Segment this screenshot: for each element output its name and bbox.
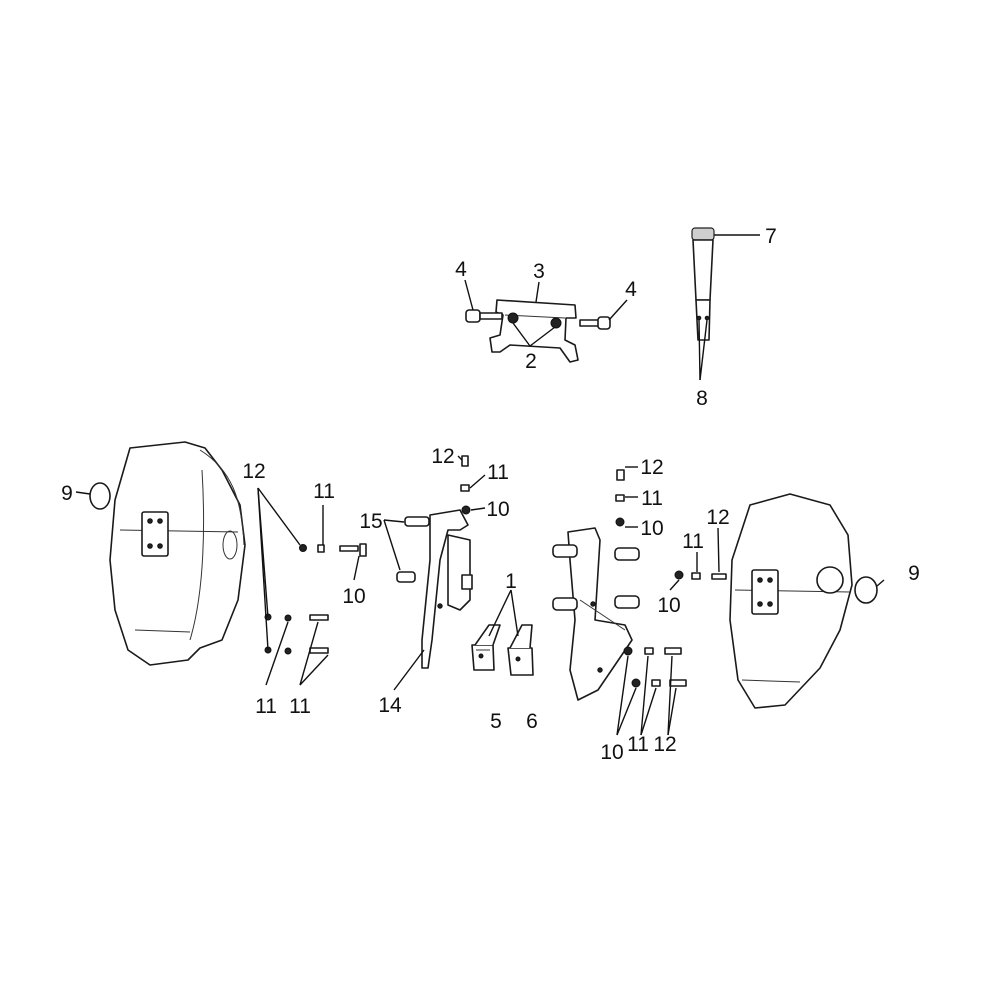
callout-7: 7 <box>765 225 777 248</box>
left-saddlebag-part <box>109 441 246 666</box>
callout-10-left-frame: 10 <box>486 498 509 521</box>
washer-part <box>460 484 470 492</box>
right-cap-part <box>854 576 878 604</box>
bolt-part <box>616 469 625 481</box>
callout-12-left-saddlebag: 12 <box>242 460 265 483</box>
right-frame-part <box>552 527 640 701</box>
callout-3: 3 <box>533 260 545 283</box>
callout-11-bottom-left-b: 11 <box>289 695 311 718</box>
leader-lines <box>75 234 885 736</box>
washer-part <box>691 572 701 580</box>
callout-11-right-frame: 11 <box>641 487 663 510</box>
callout-12-bottom-right: 12 <box>653 733 676 756</box>
left-frame-part <box>421 509 473 669</box>
nut-part <box>359 543 367 557</box>
callout-10-right-saddlebag: 10 <box>657 594 680 617</box>
washer-part <box>284 647 292 655</box>
nut-part <box>461 505 471 515</box>
callout-11-left-saddlebag: 11 <box>313 480 335 503</box>
left-cap-part <box>89 482 111 510</box>
callout-11-left-frame: 11 <box>487 461 509 484</box>
callout-9-right: 9 <box>908 562 920 585</box>
callout-11-right-saddlebag: 11 <box>682 530 704 553</box>
bolt-part <box>711 573 727 580</box>
right-saddlebag-part <box>729 493 853 709</box>
callout-9-left: 9 <box>61 482 73 505</box>
callout-4-left: 4 <box>455 258 467 281</box>
washer-part <box>615 494 625 502</box>
callout-6: 6 <box>526 710 538 733</box>
callout-1: 1 <box>505 570 517 593</box>
callout-12-right-frame: 12 <box>640 456 663 479</box>
bolt-part <box>309 647 329 654</box>
callout-4-right: 4 <box>625 278 637 301</box>
washer-part <box>644 647 654 655</box>
bolt-part <box>669 679 687 687</box>
bolt-part <box>664 647 682 655</box>
bolt-part <box>461 455 469 467</box>
callout-14: 14 <box>378 694 402 717</box>
grip-part <box>691 227 715 341</box>
washer-part <box>284 614 292 622</box>
bolt-part <box>309 614 329 621</box>
callouts: 7 3 4 4 2 8 9 12 11 10 11 11 12 11 10 15… <box>61 225 920 764</box>
callout-15: 15 <box>359 510 382 533</box>
callout-12-left-frame: 12 <box>431 445 454 468</box>
bracket-5-part <box>471 624 501 671</box>
nut-part <box>299 544 307 552</box>
callout-11-bottom-left-a: 11 <box>255 695 277 718</box>
nut-part <box>623 646 633 656</box>
washer-part <box>651 679 661 687</box>
callout-12-right-saddlebag: 12 <box>706 506 729 529</box>
callout-2: 2 <box>525 350 537 373</box>
callout-10-right-frame: 10 <box>640 517 663 540</box>
callout-10-bottom-right: 10 <box>600 741 623 764</box>
callout-5: 5 <box>490 710 502 733</box>
top-bracket-part <box>465 299 611 363</box>
callout-11-bottom-right: 11 <box>627 733 649 756</box>
bracket-6-part <box>507 624 534 676</box>
sleeves-part <box>396 516 430 583</box>
washer-part <box>317 544 325 553</box>
bolt-part <box>339 545 359 552</box>
callout-8: 8 <box>696 387 708 410</box>
callout-10-left-saddlebag: 10 <box>342 585 365 608</box>
nut-part <box>615 517 625 527</box>
nut-part <box>674 570 684 580</box>
nut-part <box>631 678 641 688</box>
